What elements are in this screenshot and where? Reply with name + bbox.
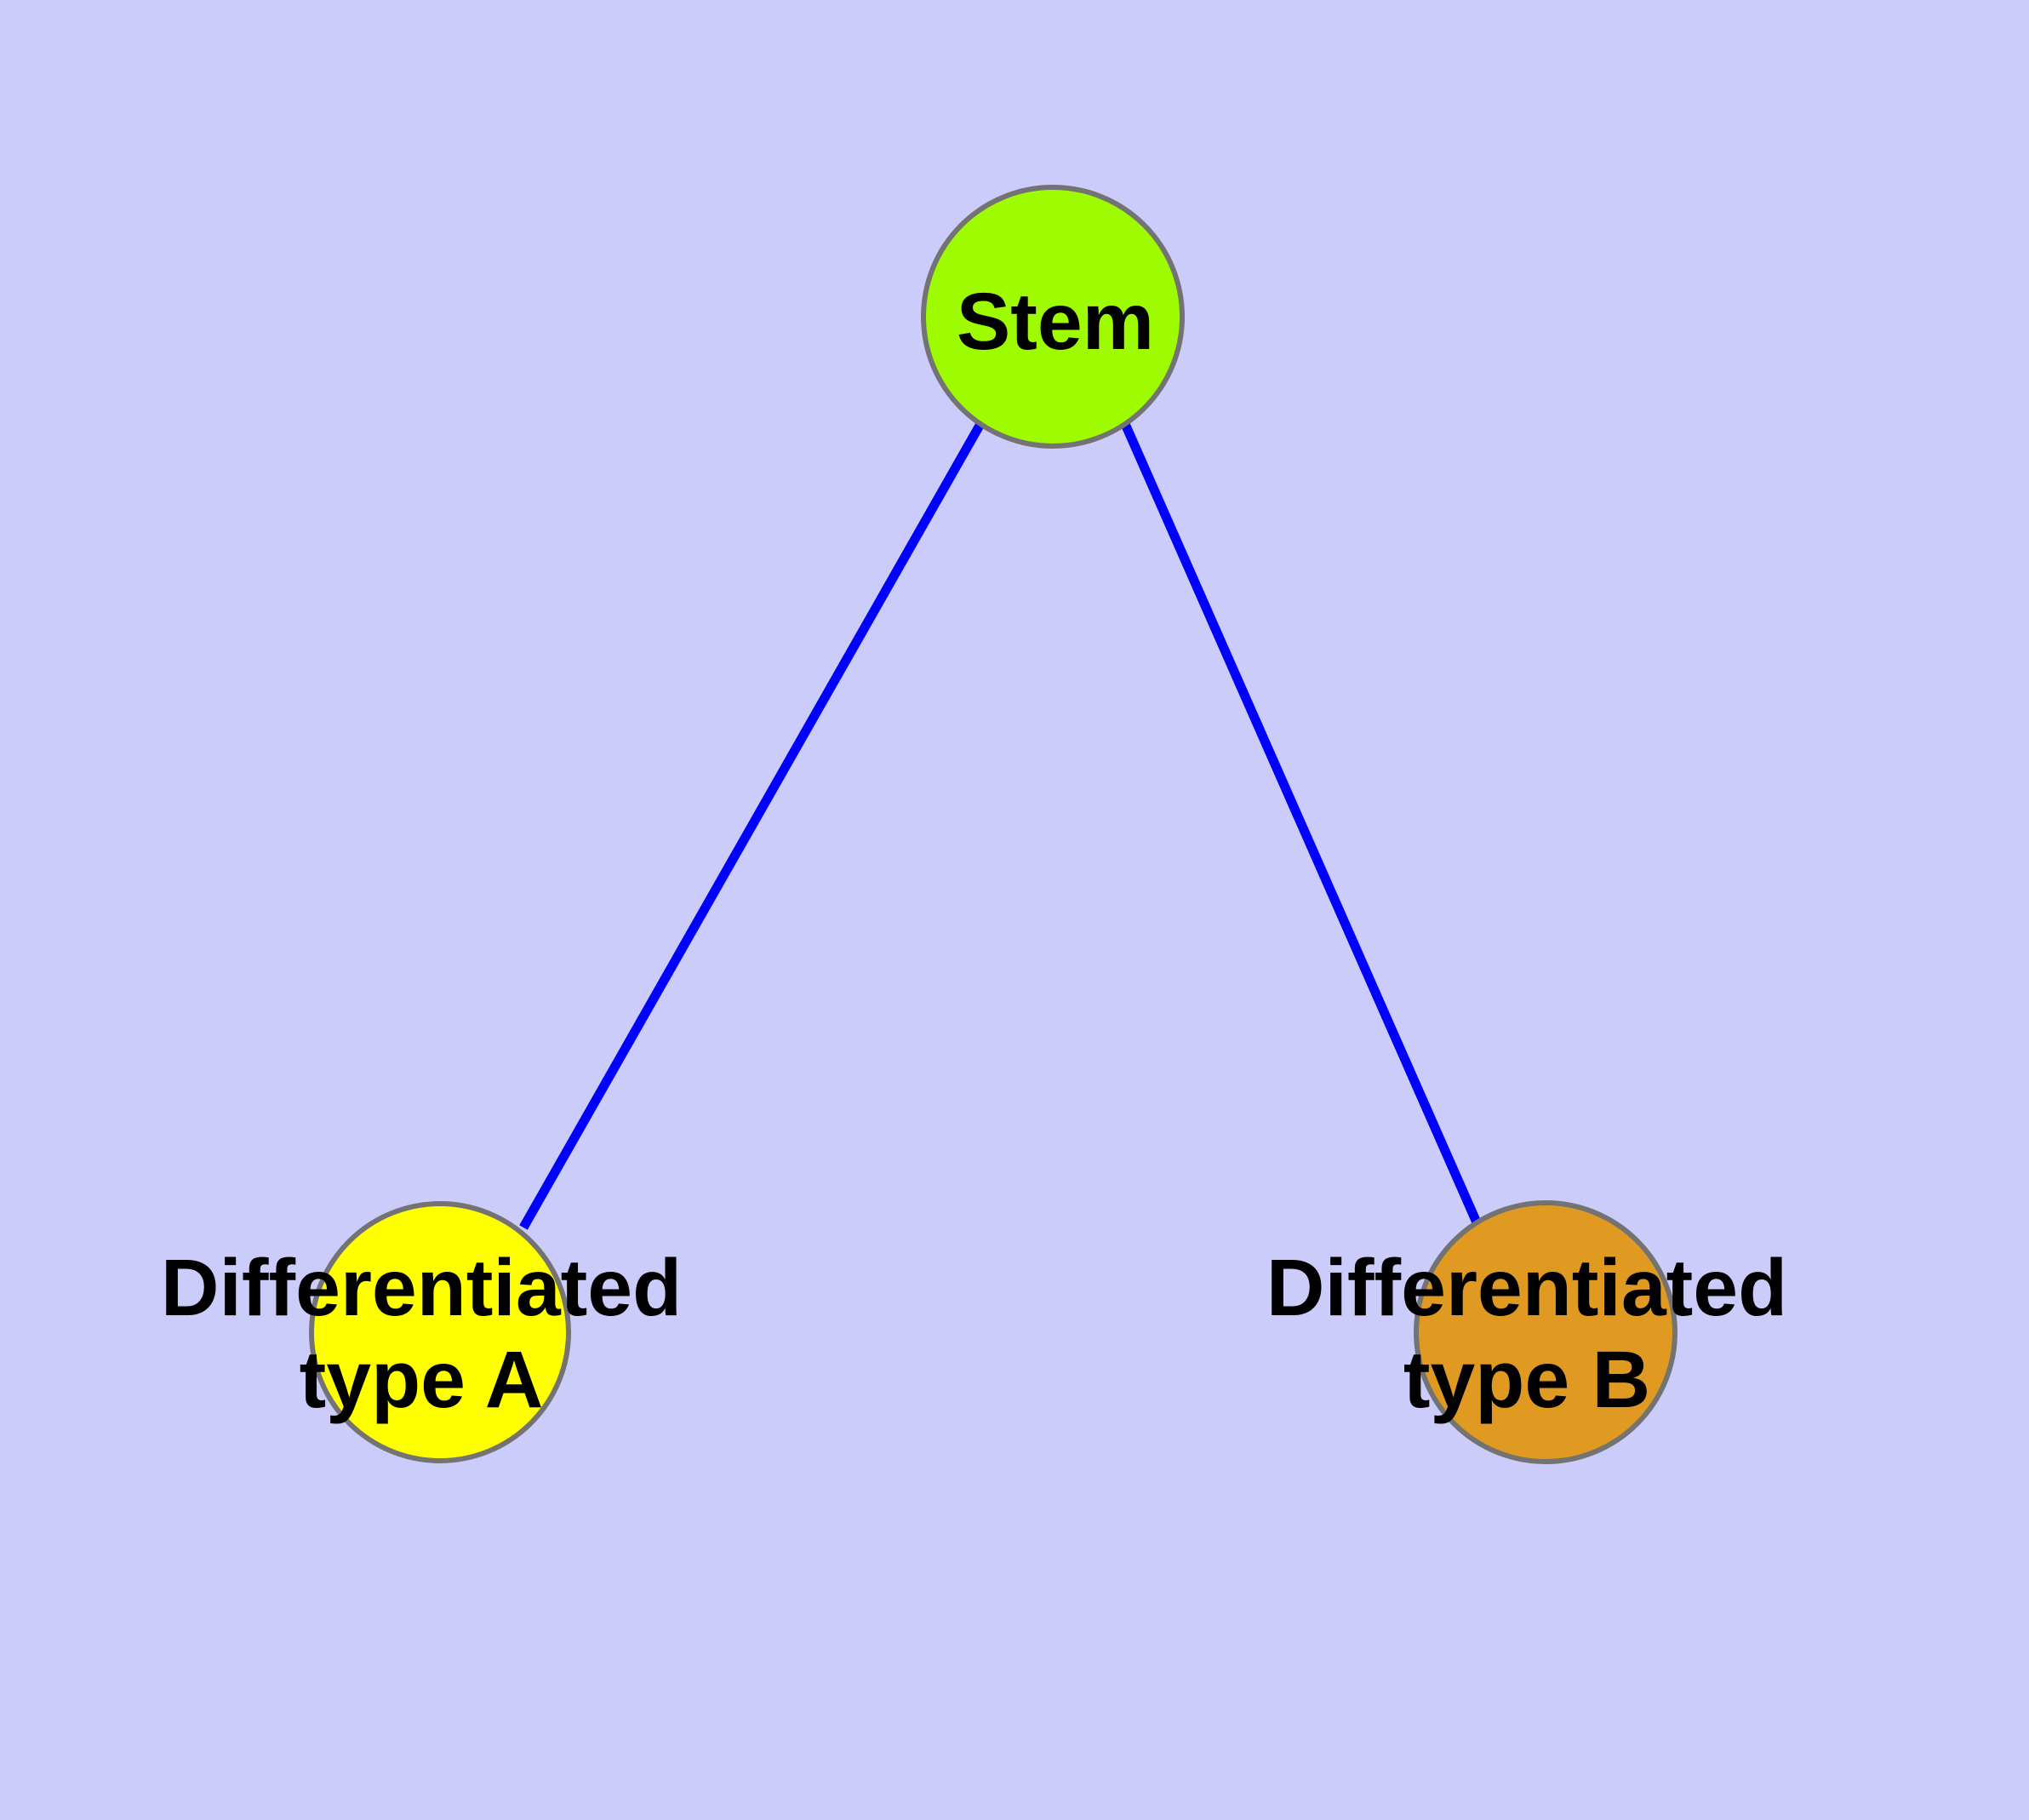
node-label-line: type A [300,1335,544,1425]
node-diff-b[interactable] [1414,1200,1677,1464]
node-label-stem: Stem [957,277,1154,367]
edge-stem-to-diff-a[interactable] [519,421,985,1230]
node-diff-a[interactable] [309,1201,571,1463]
node-stem[interactable] [921,185,1185,449]
node-label-line: Differentiated [161,1243,682,1333]
node-label-line: Differentiated [1266,1243,1787,1333]
node-label-line: Stem [957,277,1154,367]
node-label-line: type B [1403,1335,1650,1425]
edge-stem-to-diff-b[interactable] [1120,421,1482,1225]
edges-layer [519,421,1482,1230]
nodes-layer [309,185,1677,1464]
